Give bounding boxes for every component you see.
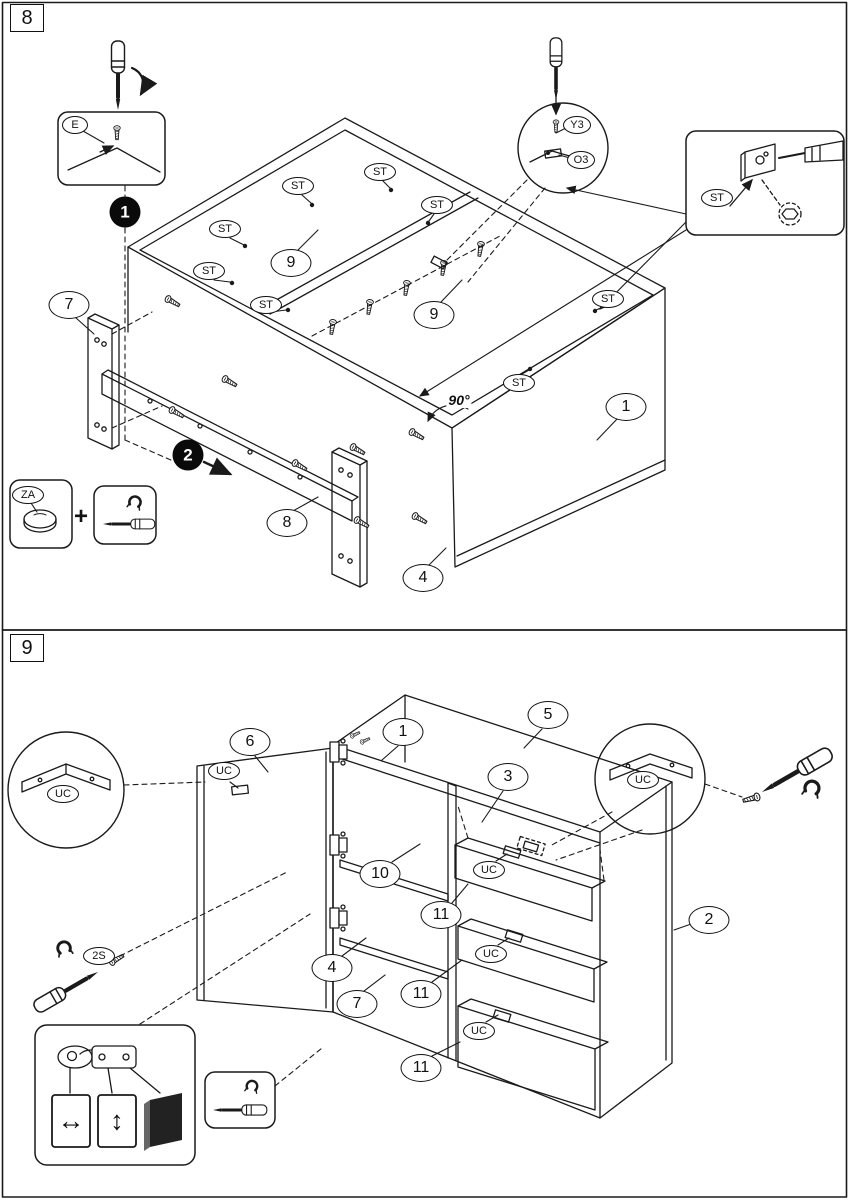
uc-label: UC (627, 771, 659, 789)
detail-circle-cam (517, 37, 609, 194)
st-label: ST (282, 177, 314, 195)
screwdriver-box-9 (204, 1071, 276, 1129)
hinge-icons (329, 729, 372, 932)
part-label-6: 6 (229, 728, 271, 756)
part-label-7: 7 (336, 990, 378, 1018)
part-label-7: 7 (48, 291, 90, 319)
pointer-arrows-8 (202, 185, 687, 476)
st-label: ST (364, 163, 396, 181)
screwdriver-icon-top (110, 40, 158, 111)
hardware-label-2s: 2S (83, 947, 115, 965)
part-label-9: 9 (413, 301, 455, 329)
part-label-11: 11 (420, 901, 462, 929)
part-label-8: 8 (266, 509, 308, 537)
side-panel-right (331, 447, 368, 588)
st-label: ST (193, 262, 225, 280)
hardware-label-e: E (62, 116, 88, 134)
part-label-3: 3 (487, 763, 529, 791)
action-step-2-badge: 2 (172, 439, 204, 471)
hardware-label-za: ZA (12, 486, 44, 504)
dashed-guides-9 (119, 781, 743, 1087)
inset-circle-left (7, 731, 125, 849)
uc-label: UC (463, 1022, 495, 1040)
st-tool-label: ST (701, 189, 733, 207)
screw-icons-top-face (327, 240, 486, 336)
hinge-adjust-vertical-icon: ↕ (110, 1105, 124, 1136)
uc-label: UC (47, 785, 79, 803)
st-label: ST (209, 220, 241, 238)
part-label-2: 2 (688, 906, 730, 934)
step-number-8: 8 (10, 4, 44, 32)
inset-circle-right (594, 723, 706, 835)
screw-icons-assembly-8 (163, 293, 429, 531)
inset-e-box (57, 111, 166, 186)
screwdriver-screw-right (741, 745, 836, 806)
callout-leader-lines-9 (229, 728, 695, 1057)
dashed-guides-8 (111, 179, 546, 465)
part-label-11: 11 (400, 1054, 442, 1082)
uc-label: UC (473, 861, 505, 879)
part-label-1: 1 (382, 718, 424, 746)
part-label-9: 9 (270, 249, 312, 277)
part-label-5: 5 (527, 701, 569, 729)
callout-leader-lines-8 (30, 127, 619, 567)
plus-sign: + (73, 503, 89, 530)
part-label-11: 11 (400, 980, 442, 1008)
st-label: ST (503, 374, 535, 392)
uc-label: UC (208, 762, 240, 780)
hardware-za-box (9, 479, 73, 549)
angle-90-label: 90° (446, 392, 472, 408)
part-label-4: 4 (311, 954, 353, 982)
uc-bracket-icons (230, 784, 546, 1023)
drawer-fronts (454, 837, 609, 1111)
detail-label-y3: Y3 (563, 116, 591, 134)
part-label-1: 1 (605, 393, 647, 421)
st-label: ST (250, 296, 282, 314)
rail-8 (101, 369, 359, 522)
part-label-10: 10 (359, 860, 401, 888)
step-number-9: 9 (10, 634, 44, 662)
hinge-detail-box (34, 1024, 196, 1166)
uc-label: UC (475, 945, 507, 963)
side-panel-7 (87, 313, 120, 450)
action-step-1-badge: 1 (109, 196, 141, 228)
hardware-screwdriver-box (93, 485, 157, 545)
hinge-adjust-horizontal-icon: ↔ (57, 1105, 85, 1136)
step9-art (7, 694, 836, 1166)
st-label: ST (592, 290, 624, 308)
detail-label-o3: O3 (567, 151, 595, 169)
cabinet-front-face (451, 287, 666, 568)
screw-position-dots-8 (229, 187, 598, 372)
step8-art (9, 37, 845, 588)
part-label-4: 4 (402, 564, 444, 592)
inset-st-box (685, 130, 845, 236)
st-label: ST (421, 196, 453, 214)
